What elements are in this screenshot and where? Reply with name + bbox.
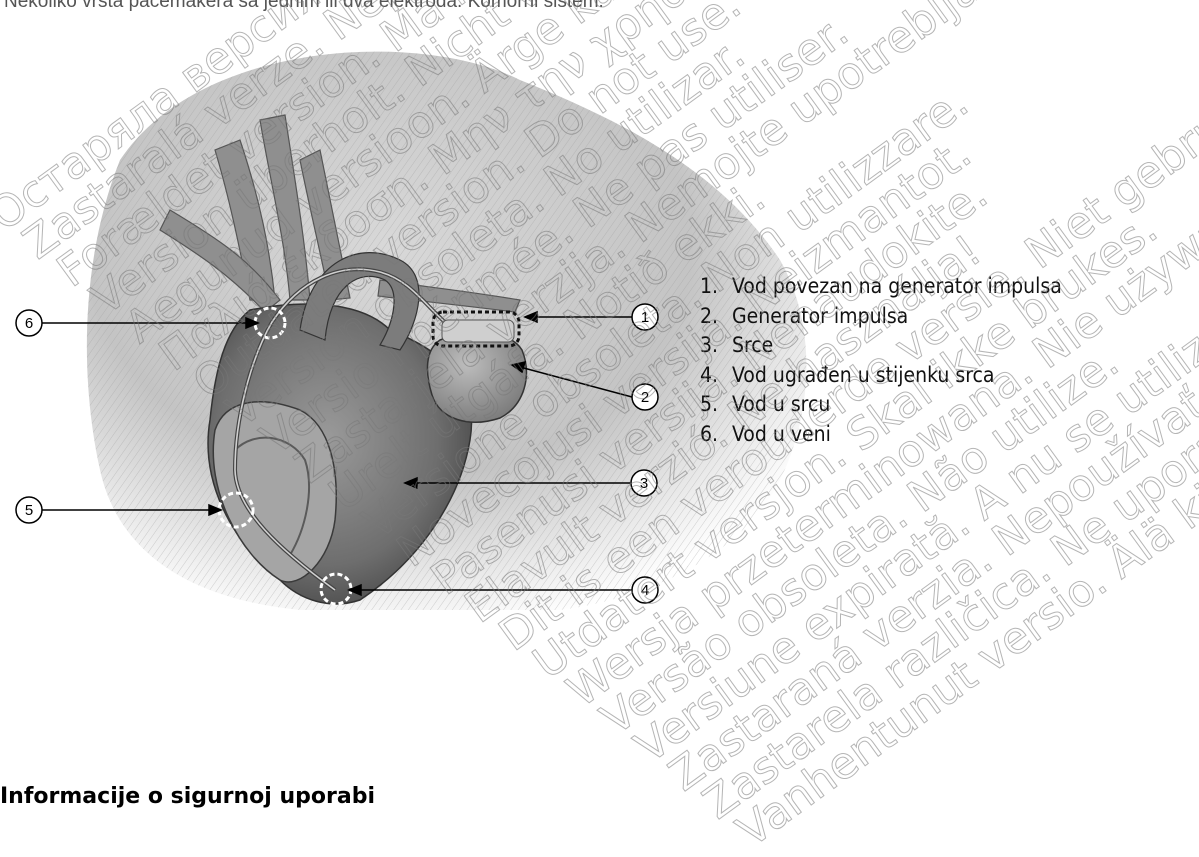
legend-text: Vod ugrađen u stijenku srca — [732, 361, 994, 391]
legend-number: 5. — [700, 390, 732, 420]
legend-number: 6. — [700, 420, 732, 450]
callout-4: 4 — [641, 582, 649, 599]
legend-number: 2. — [700, 302, 732, 332]
figure-legend: 1.Vod povezan na generator impulsa 2.Gen… — [700, 272, 1062, 449]
legend-item: 2.Generator impulsa — [700, 302, 1062, 332]
legend-text: Vod u srcu — [732, 390, 830, 420]
callout-6: 6 — [25, 315, 33, 332]
section-heading: Informacije o sigurnoj uporabi — [0, 784, 375, 809]
legend-number: 4. — [700, 361, 732, 391]
legend-number: 3. — [700, 331, 732, 361]
legend-item: 5.Vod u srcu — [700, 390, 1062, 420]
callout-3: 3 — [640, 475, 648, 492]
legend-text: Vod povezan na generator impulsa — [732, 272, 1062, 302]
callout-2: 2 — [641, 389, 649, 406]
legend-number: 1. — [700, 272, 732, 302]
legend-item: 3.Srce — [700, 331, 1062, 361]
legend-item: 6.Vod u veni — [700, 420, 1062, 450]
legend-text: Vod u veni — [732, 420, 831, 450]
legend-item: 1.Vod povezan na generator impulsa — [700, 272, 1062, 302]
legend-text: Generator impulsa — [732, 302, 908, 332]
legend-text: Srce — [732, 331, 773, 361]
callout-1: 1 — [641, 309, 649, 326]
generator-header — [442, 320, 514, 342]
callout-5: 5 — [25, 502, 33, 519]
legend-item: 4.Vod ugrađen u stijenku srca — [700, 361, 1062, 391]
